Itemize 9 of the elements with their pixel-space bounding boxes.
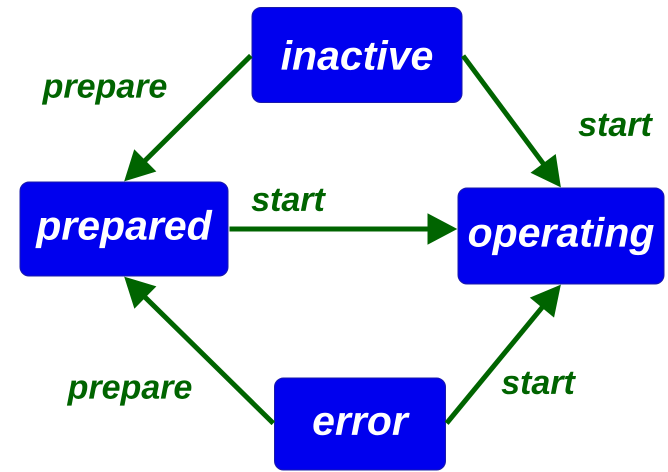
edge-label: prepare — [42, 79, 166, 105]
edge-label: prepare — [66, 380, 192, 406]
edge-label: start — [578, 114, 653, 136]
state-box: inactive — [252, 7, 462, 103]
edge-label: start — [502, 372, 576, 394]
state-box: error — [274, 378, 446, 470]
state-box: operating — [458, 188, 664, 284]
state-box: prepared — [20, 182, 228, 276]
edge-label: start — [252, 188, 326, 212]
